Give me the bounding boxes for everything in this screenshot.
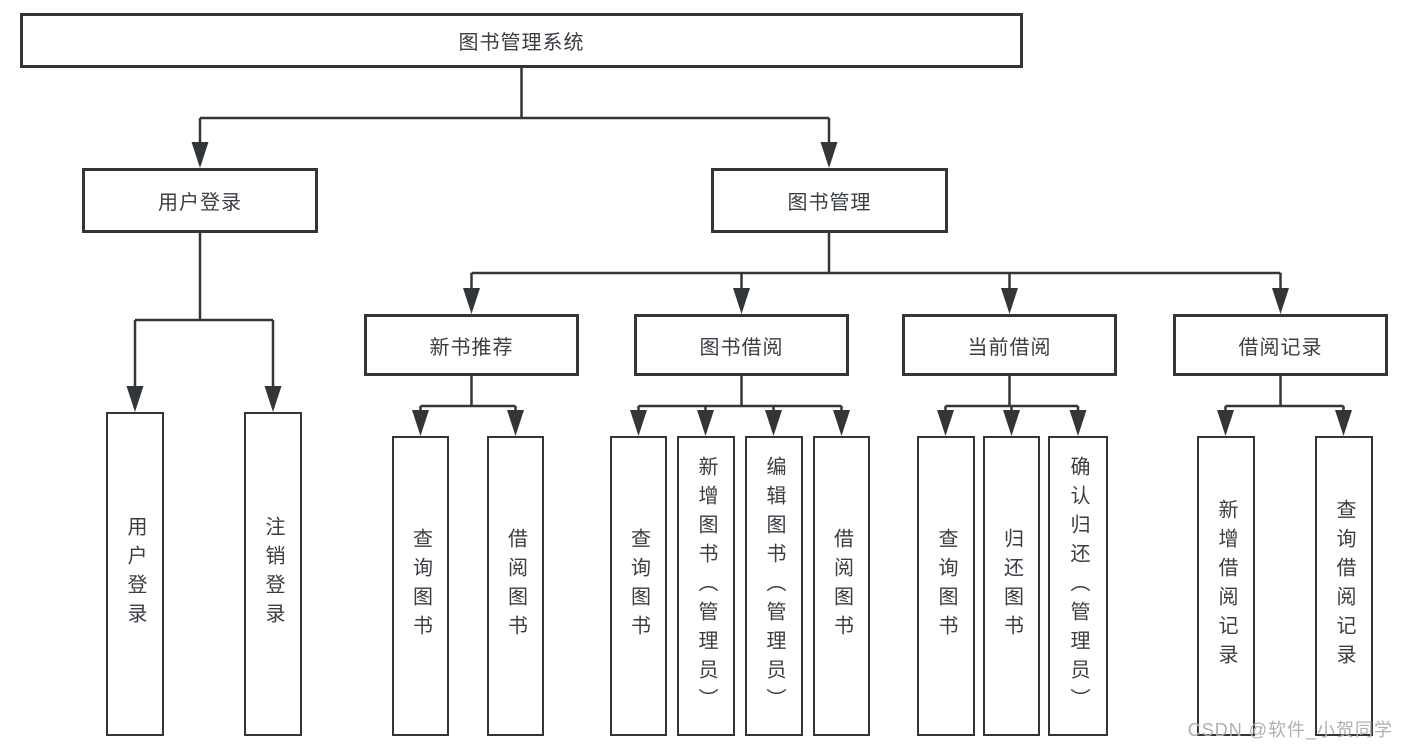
node-label: 新增借阅记录: [1215, 499, 1237, 673]
node-label: 用户登录: [124, 516, 146, 632]
node-book-management: 图书管理: [711, 168, 948, 233]
node-query-borrow-record: 查询借阅记录: [1315, 436, 1373, 736]
node-label: 借阅图书: [830, 528, 853, 644]
node-book-borrowing: 图书借阅: [634, 314, 849, 376]
node-new-book-recommendation: 新书推荐: [364, 314, 579, 376]
node-user-login: 用户登录: [82, 168, 318, 233]
node-library-management-system: 图书管理系统: [20, 13, 1023, 68]
node-label: 查询借阅记录: [1333, 499, 1355, 673]
node-current-borrowing: 当前借阅: [902, 314, 1117, 376]
node-user-login-leaf: 用户登录: [106, 412, 164, 736]
node-label: 编辑图书（管理员）: [763, 455, 785, 717]
node-label: 查询图书: [409, 528, 432, 644]
node-logout: 注销登录: [244, 412, 302, 736]
node-label: 确认归还（管理员）: [1067, 455, 1089, 717]
node-label: 新增图书（管理员）: [695, 455, 717, 717]
node-query-books-borrow: 查询图书: [610, 436, 667, 736]
csdn-watermark: CSDN @软件_小贺同学: [1187, 720, 1393, 740]
node-edit-book-admin: 编辑图书（管理员）: [745, 436, 803, 736]
node-label: 注销登录: [262, 516, 284, 632]
node-label: 查询图书: [935, 528, 957, 644]
node-add-book-admin: 新增图书（管理员）: [677, 436, 735, 736]
node-label: 归还图书: [1000, 528, 1023, 644]
node-query-books-recommend: 查询图书: [392, 436, 449, 736]
node-confirm-return-admin: 确认归还（管理员）: [1048, 436, 1108, 736]
node-borrow-books-leaf: 借阅图书: [813, 436, 870, 736]
node-label: 借阅图书: [504, 528, 527, 644]
node-label: 查询图书: [627, 528, 650, 644]
node-add-borrow-record: 新增借阅记录: [1197, 436, 1255, 736]
node-borrowing-records: 借阅记录: [1173, 314, 1388, 376]
node-borrow-books-recommend: 借阅图书: [487, 436, 544, 736]
node-query-books-current: 查询图书: [917, 436, 975, 736]
node-return-book: 归还图书: [983, 436, 1040, 736]
